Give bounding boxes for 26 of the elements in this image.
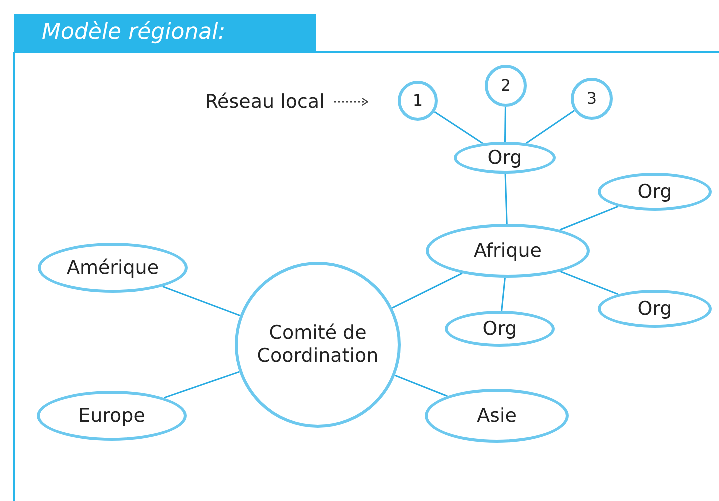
node-ellipse: Org bbox=[598, 290, 712, 328]
node-ellipse: Org bbox=[598, 173, 712, 211]
node-ellipse: Org bbox=[454, 142, 556, 174]
node-circle: 3 bbox=[571, 78, 613, 120]
node-ellipse: Org bbox=[445, 311, 555, 347]
node-ellipse: Europe bbox=[37, 391, 187, 441]
connector-line bbox=[504, 106, 506, 142]
title-tab: Modèle régional: bbox=[14, 14, 316, 52]
node-ellipse: Afrique bbox=[426, 224, 590, 278]
connector-line bbox=[560, 271, 618, 296]
node-ellipse: Amérique bbox=[38, 243, 188, 293]
node-circle: 1 bbox=[398, 81, 438, 121]
connector-line bbox=[501, 278, 506, 312]
connector-line bbox=[394, 374, 448, 398]
connector-line bbox=[164, 371, 240, 399]
node-ellipse: Asie bbox=[425, 389, 569, 443]
node-circle: 2 bbox=[485, 65, 527, 107]
annotation-text: Réseau local bbox=[200, 90, 330, 114]
arrow bbox=[334, 98, 369, 106]
node-circle: Comité de Coordination bbox=[235, 262, 401, 428]
connector-line bbox=[504, 174, 508, 224]
connector-line bbox=[526, 110, 576, 144]
connector-line bbox=[162, 286, 241, 317]
connector-line bbox=[392, 272, 463, 309]
connector-line bbox=[434, 111, 484, 144]
connector-line bbox=[560, 206, 619, 231]
